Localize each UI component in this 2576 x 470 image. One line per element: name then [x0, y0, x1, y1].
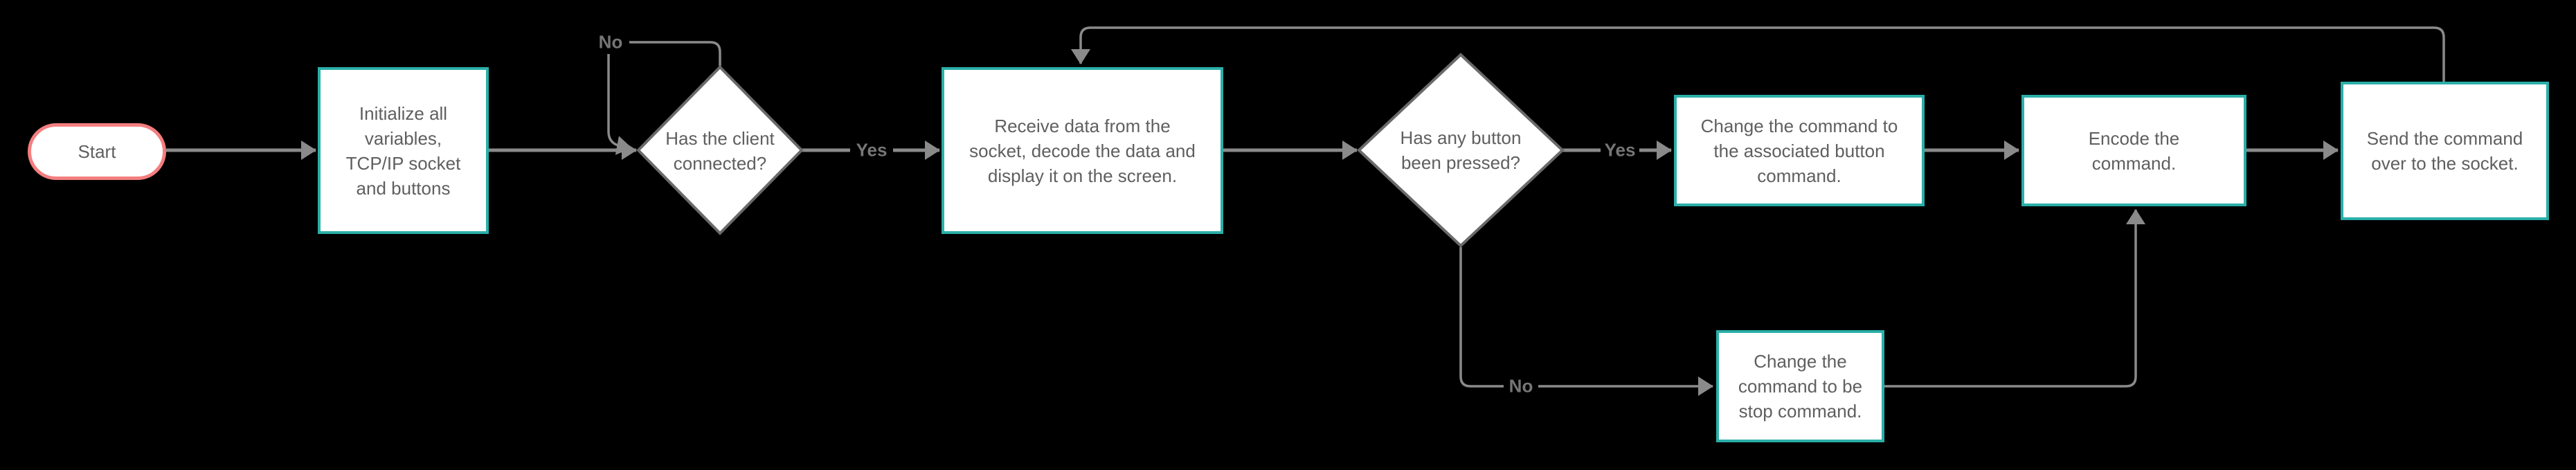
node-send-command-label: Send the command over to the socket.	[2366, 128, 2523, 174]
decision-client-connected-shape	[636, 65, 804, 235]
node-initialize-label: Initialize all variables, TCP/IP socket …	[345, 102, 461, 199]
node-initialize: Initialize all variables, TCP/IP socket …	[318, 67, 489, 234]
edge-button-pressed-no-down-segment	[1459, 247, 1504, 388]
node-receive-data-label: Receive data from the socket, decode the…	[969, 115, 1196, 186]
decision-button-pressed-shape	[1357, 53, 1565, 248]
edge-label-yes-client-connected: Yes	[856, 139, 888, 161]
node-change-button-command-label: Change the command to the associated but…	[1700, 115, 1898, 186]
node-stop-command-label: Change the command to be stop command.	[1738, 351, 1863, 422]
edge-label-yes-button-pressed: Yes	[1604, 139, 1636, 161]
node-encode-command-label: Encode the command.	[2088, 127, 2180, 174]
edge-label-no-client-connected: No	[598, 31, 623, 53]
node-change-button-command: Change the command to the associated but…	[1674, 95, 1925, 206]
edge-client-connected-no-return	[607, 54, 632, 155]
edge-client-connected-no-up-segment	[629, 41, 721, 68]
node-stop-command: Change the command to be stop command.	[1716, 330, 1884, 442]
node-encode-command: Encode the command.	[2021, 95, 2246, 206]
node-receive-data: Receive data from the socket, decode the…	[942, 67, 1223, 234]
node-send-command: Send the command over to the socket.	[2341, 82, 2549, 220]
node-start-label: Start	[78, 141, 116, 162]
edge-stop-command-to-encode	[1884, 209, 2145, 388]
edge-label-no-button-pressed: No	[1508, 375, 1533, 397]
edge-send-to-receive-feedback	[1071, 26, 2445, 82]
node-start: Start	[28, 123, 166, 180]
